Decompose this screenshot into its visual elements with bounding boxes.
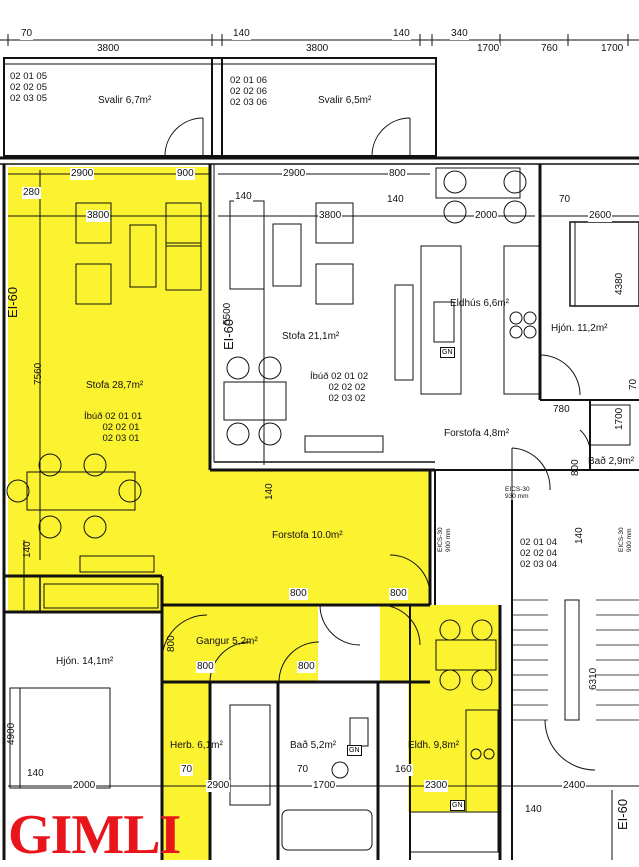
dim-800v: 800 [570, 459, 581, 476]
dim-800f: 800 [297, 661, 316, 673]
dim-top-1700: 1700 [476, 43, 501, 55]
room-stofa-1: Stofa 28,7m² [86, 380, 144, 391]
dim-140f: 140 [26, 768, 45, 780]
wall-ei60-2: EI-60 [221, 318, 236, 350]
dim-70c: 70 [296, 764, 310, 776]
dim-70v: 70 [628, 378, 639, 390]
dim-2900a: 2900 [70, 168, 95, 180]
gn-label-2: GN [440, 347, 455, 358]
dim-top-70: 70 [20, 28, 34, 40]
dim-1700b: 1700 [312, 780, 337, 792]
wall-ei60-1: EI-60 [5, 286, 20, 318]
dim-2900c: 2900 [206, 780, 231, 792]
gn-label-3: GN [450, 800, 465, 811]
dim-140b: 140 [386, 194, 405, 206]
dim-140e: 140 [22, 541, 33, 558]
dim-160: 160 [394, 764, 413, 776]
dim-top-1700b: 1700 [600, 43, 625, 55]
dim-top-3800b: 3800 [305, 43, 330, 55]
dim-4380: 4380 [614, 272, 625, 295]
dim-top-760: 760 [540, 43, 559, 55]
wall-ei60-3: EI-60 [615, 798, 630, 830]
dim-top-3800a: 3800 [96, 43, 121, 55]
room-bad-1: Bað 5,2m² [290, 740, 337, 751]
unit-label-06: 02 01 06 02 02 06 02 03 06 [230, 75, 267, 108]
room-stofa-2: Stofa 21,1m² [282, 331, 340, 342]
dim-1700v: 1700 [614, 407, 625, 430]
dim-140c: 140 [264, 483, 275, 500]
dim-140d: 140 [574, 527, 585, 544]
gn-label-1: GN [347, 745, 362, 756]
dim-2600: 2600 [588, 210, 613, 222]
dim-800b: 800 [289, 588, 308, 600]
dim-800d: 800 [166, 635, 177, 652]
room-svalir-1: Svalir 6,7m² [98, 95, 152, 106]
room-forstofa-1: Forstofa 10.0m² [272, 530, 343, 541]
dim-4900: 4900 [6, 722, 17, 745]
room-forstofa-2: Forstofa 4,8m² [444, 428, 510, 439]
dim-2000a: 2000 [474, 210, 499, 222]
room-hjon-2: Hjón. 11,2m² [551, 323, 608, 334]
fire-door-2: EICS-30 [505, 486, 530, 493]
room-herb: Herb. 6,1m² [170, 740, 223, 751]
dim-800c: 800 [389, 588, 408, 600]
dim-top-140: 140 [232, 28, 251, 40]
dim-6310: 6310 [588, 667, 599, 690]
fire-door-3: EICS-30 [618, 527, 625, 552]
room-hjon-1: Hjón. 14,1m² [56, 656, 114, 667]
unit-label-01: Íbúð 02 01 01 02 02 01 02 03 01 [84, 411, 143, 444]
room-eldhus-2: Eldhús 6,6m² [450, 298, 509, 309]
dim-7560: 7560 [33, 362, 44, 385]
dim-70a: 70 [558, 194, 572, 206]
dim-2400: 2400 [562, 780, 587, 792]
dim-top-140b: 140 [392, 28, 411, 40]
dim-900a: 900 [176, 168, 195, 180]
dim-780: 780 [552, 404, 571, 416]
dim-140g: 140 [524, 804, 543, 816]
dim-800e: 800 [196, 661, 215, 673]
dim-2000b: 2000 [72, 780, 97, 792]
dim-70b: 70 [180, 764, 194, 776]
dim-140a: 140 [234, 191, 253, 203]
fire-door-2-size: 930 mm [505, 493, 529, 500]
fire-door-1-size: 900 mm [445, 528, 452, 552]
dim-3800a: 3800 [86, 210, 111, 222]
unit-label-02: Íbúð 02 01 02 02 02 02 02 03 02 [310, 371, 369, 404]
room-bad-2: Bað 2,9m² [588, 456, 635, 467]
dim-2900b: 2900 [282, 168, 307, 180]
unit-label-04: 02 01 04 02 02 04 02 03 04 [520, 537, 557, 570]
gimli-logo: GIMLI [8, 804, 181, 866]
dim-800a: 800 [388, 168, 407, 180]
highlight-apartment-area [8, 167, 500, 860]
room-gangur: Gangur 5,2m² [196, 636, 258, 647]
dim-280: 280 [22, 187, 41, 199]
room-eldh-1: Eldh. 9,8m² [408, 740, 460, 751]
dim-top-340: 340 [450, 28, 469, 40]
fire-door-3-size: 900 mm [626, 528, 633, 552]
room-svalir-2: Svalir 6,5m² [318, 95, 372, 106]
dim-2300: 2300 [424, 780, 449, 792]
fire-door-1: EICS-30 [437, 527, 444, 552]
unit-label-05: 02 01 05 02 02 05 02 03 05 [10, 71, 47, 104]
dim-3800b: 3800 [318, 210, 343, 222]
